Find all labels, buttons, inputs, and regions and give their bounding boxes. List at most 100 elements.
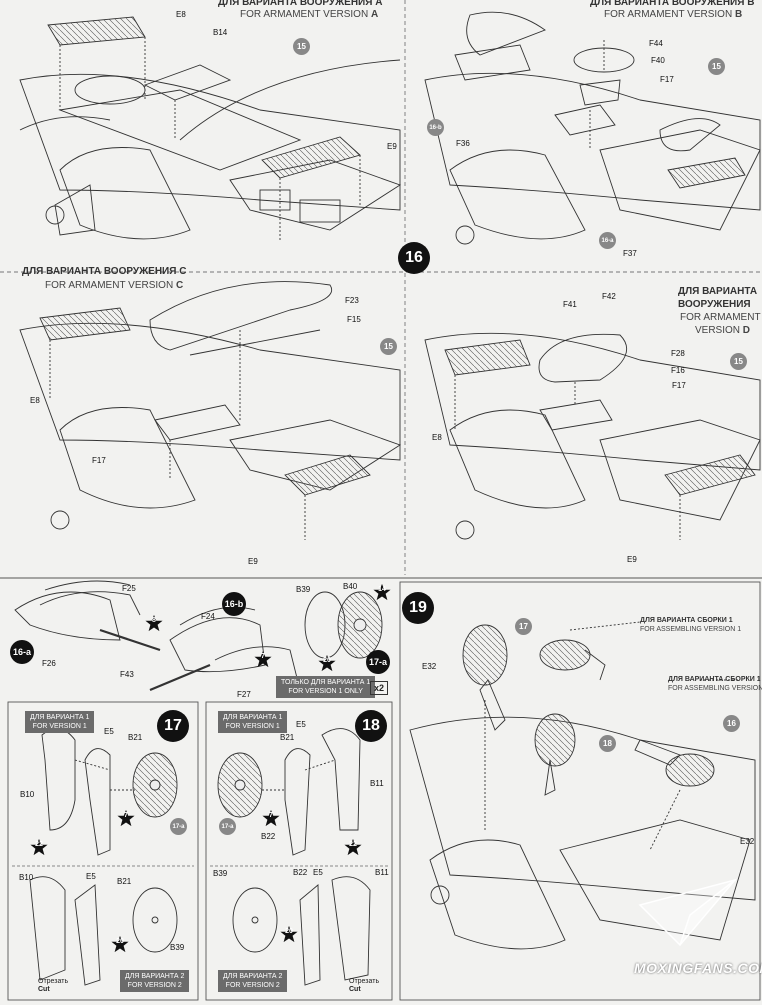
ref-badge-17: 17 — [515, 618, 532, 635]
step-17-badge: 17 — [157, 710, 189, 742]
star-number: 8 — [152, 617, 156, 624]
assembly-version-1-callout: ДЛЯ ВАРИАНТА СБОРКИ 1 FOR ASSEMBLING VER… — [668, 675, 762, 693]
cut-en: Cut — [38, 986, 50, 993]
star-number: 14 — [378, 586, 386, 593]
star-number: 22 — [349, 841, 357, 848]
version-1-ru: ДЛЯ ВАРИАНТА 1 — [30, 714, 90, 721]
ref-badge-16: 16 — [723, 715, 740, 732]
star-badge-7: 7 — [254, 650, 272, 668]
part-label-F17: F17 — [672, 381, 686, 390]
part-label-B14: B14 — [213, 28, 228, 37]
part-label-B21: B21 — [128, 733, 143, 742]
panel-b-title-en-prefix: FOR ARMAMENT VERSION — [604, 9, 735, 20]
ref-badge-17a: 17-а — [170, 818, 187, 835]
part-label-F42: F42 — [602, 292, 616, 301]
part-label-B39: B39 — [296, 585, 311, 594]
part-label-F17: F17 — [92, 456, 106, 465]
star-number: 20 — [116, 938, 124, 945]
star-badge-7: 7 — [117, 809, 135, 827]
part-label-F44: F44 — [649, 39, 663, 48]
assembly-en: FOR ASSEMBLING VERSION 1 — [668, 685, 762, 692]
assembly-ru: ДЛЯ ВАРИАНТА СБОРКИ 1 — [640, 617, 733, 624]
version-1-en: FOR VERSION 1 — [225, 723, 280, 730]
part-label-E9: E9 — [627, 555, 637, 564]
part-label-F27: F27 — [237, 690, 251, 699]
panel-d-title-ru-1: ДЛЯ ВАРИАНТА — [678, 286, 758, 297]
step-19-badge: 19 — [402, 592, 434, 624]
panel-c-title-en-prefix: FOR ARMAMENT VERSION — [45, 280, 176, 291]
part-label-E32: E32 — [422, 662, 437, 671]
step-badge-16a: 16-а — [10, 640, 34, 664]
part-label-F26: F26 — [42, 659, 56, 668]
panel-a-title-en: FOR ARMAMENT VERSION A — [240, 9, 378, 20]
cut-en: Cut — [349, 986, 361, 993]
star-icon — [373, 583, 391, 601]
part-label-F16: F16 — [671, 366, 685, 375]
part-label-F24: F24 — [201, 612, 215, 621]
part-label-B10: B10 — [20, 790, 35, 799]
part-label-E8: E8 — [30, 396, 40, 405]
part-label-B21: B21 — [280, 733, 295, 742]
part-label-E8: E8 — [432, 433, 442, 442]
star-badge-8: 8 — [145, 614, 163, 632]
star-badge-22: 22 — [344, 838, 362, 856]
star-icon — [111, 935, 129, 953]
step-badge-16b: 16-b — [222, 592, 246, 616]
assembly-version-1-callout: ДЛЯ ВАРИАНТА СБОРКИ 1 FOR ASSEMBLING VER… — [640, 616, 741, 634]
version-1-tag-step17: ДЛЯ ВАРИАНТА 1 FOR VERSION 1 — [25, 711, 95, 733]
assembly-ru: ДЛЯ ВАРИАНТА СБОРКИ 1 — [668, 676, 761, 683]
star-icon — [318, 654, 336, 672]
star-badge-14: 14 — [373, 583, 391, 601]
star-badge-7: 7 — [262, 809, 280, 827]
part-label-F37: F37 — [623, 249, 637, 258]
part-label-B11: B11 — [370, 779, 384, 788]
star-badge-20: 20 — [280, 925, 298, 943]
ref-badge-16b: 16-b — [427, 119, 444, 136]
panel-c-title-en: FOR ARMAMENT VERSION C — [45, 280, 183, 291]
star-icon — [262, 809, 280, 827]
star-number: 7 — [269, 812, 273, 819]
ref-badge-15: 15 — [380, 338, 397, 355]
version-2-ru: ДЛЯ ВАРИАНТА 2 — [223, 973, 283, 980]
part-label-E9: E9 — [248, 557, 258, 566]
star-icon — [145, 614, 163, 632]
step-16-badge: 16 — [398, 242, 430, 274]
version-1-en: FOR VERSION 1 — [32, 723, 87, 730]
cut-label-step17: Отрезать Cut — [38, 978, 68, 994]
version-1-ru: ДЛЯ ВАРИАНТА 1 — [223, 714, 283, 721]
part-label-B40: B40 — [343, 582, 358, 591]
panel-d-title-en-2: VERSION D — [695, 325, 750, 336]
only-version-1-tag: ТОЛЬКО ДЛЯ ВАРИАНТА 1 FOR VERSION 1 ONLY — [276, 676, 376, 698]
cut-label-step18: Отрезать Cut — [349, 978, 379, 994]
panel-d-title-en-2-prefix: VERSION — [695, 325, 743, 336]
star-icon — [280, 925, 298, 943]
part-label-B39: B39 — [170, 943, 185, 952]
star-number: 20 — [323, 657, 331, 664]
star-badge-20: 20 — [318, 654, 336, 672]
ref-badge-15: 15 — [708, 58, 725, 75]
part-label-E9: E9 — [387, 142, 397, 151]
star-icon — [254, 650, 272, 668]
part-label-F17: F17 — [660, 75, 674, 84]
version-2-tag-step18: ДЛЯ ВАРИАНТА 2 FOR VERSION 2 — [218, 970, 288, 992]
part-label-F41: F41 — [563, 300, 577, 309]
assembly-en: FOR ASSEMBLING VERSION 1 — [640, 626, 742, 633]
part-label-E32: E32 — [740, 837, 755, 846]
star-number: 22 — [35, 841, 43, 848]
watermark-text: MOXINGFANS.COM — [634, 960, 762, 976]
version-2-en: FOR VERSION 2 — [225, 982, 280, 989]
part-label-B22: B22 — [261, 832, 276, 841]
quantity-x2: x2 — [370, 681, 389, 695]
step-badge-17a: 17-а — [366, 650, 390, 674]
ref-badge-15: 15 — [730, 353, 747, 370]
version-2-ru: ДЛЯ ВАРИАНТА 2 — [125, 973, 185, 980]
watermark-logo — [638, 878, 738, 947]
part-label-E5: E5 — [313, 868, 323, 877]
star-number: 7 — [124, 812, 128, 819]
part-label-E5: E5 — [86, 872, 96, 881]
panel-c-title-en-letter: C — [175, 280, 184, 291]
part-label-B22: B22 — [293, 868, 308, 877]
ref-badge-17a: 17-а — [219, 818, 236, 835]
only-version-1-en: FOR VERSION 1 ONLY — [288, 688, 363, 695]
